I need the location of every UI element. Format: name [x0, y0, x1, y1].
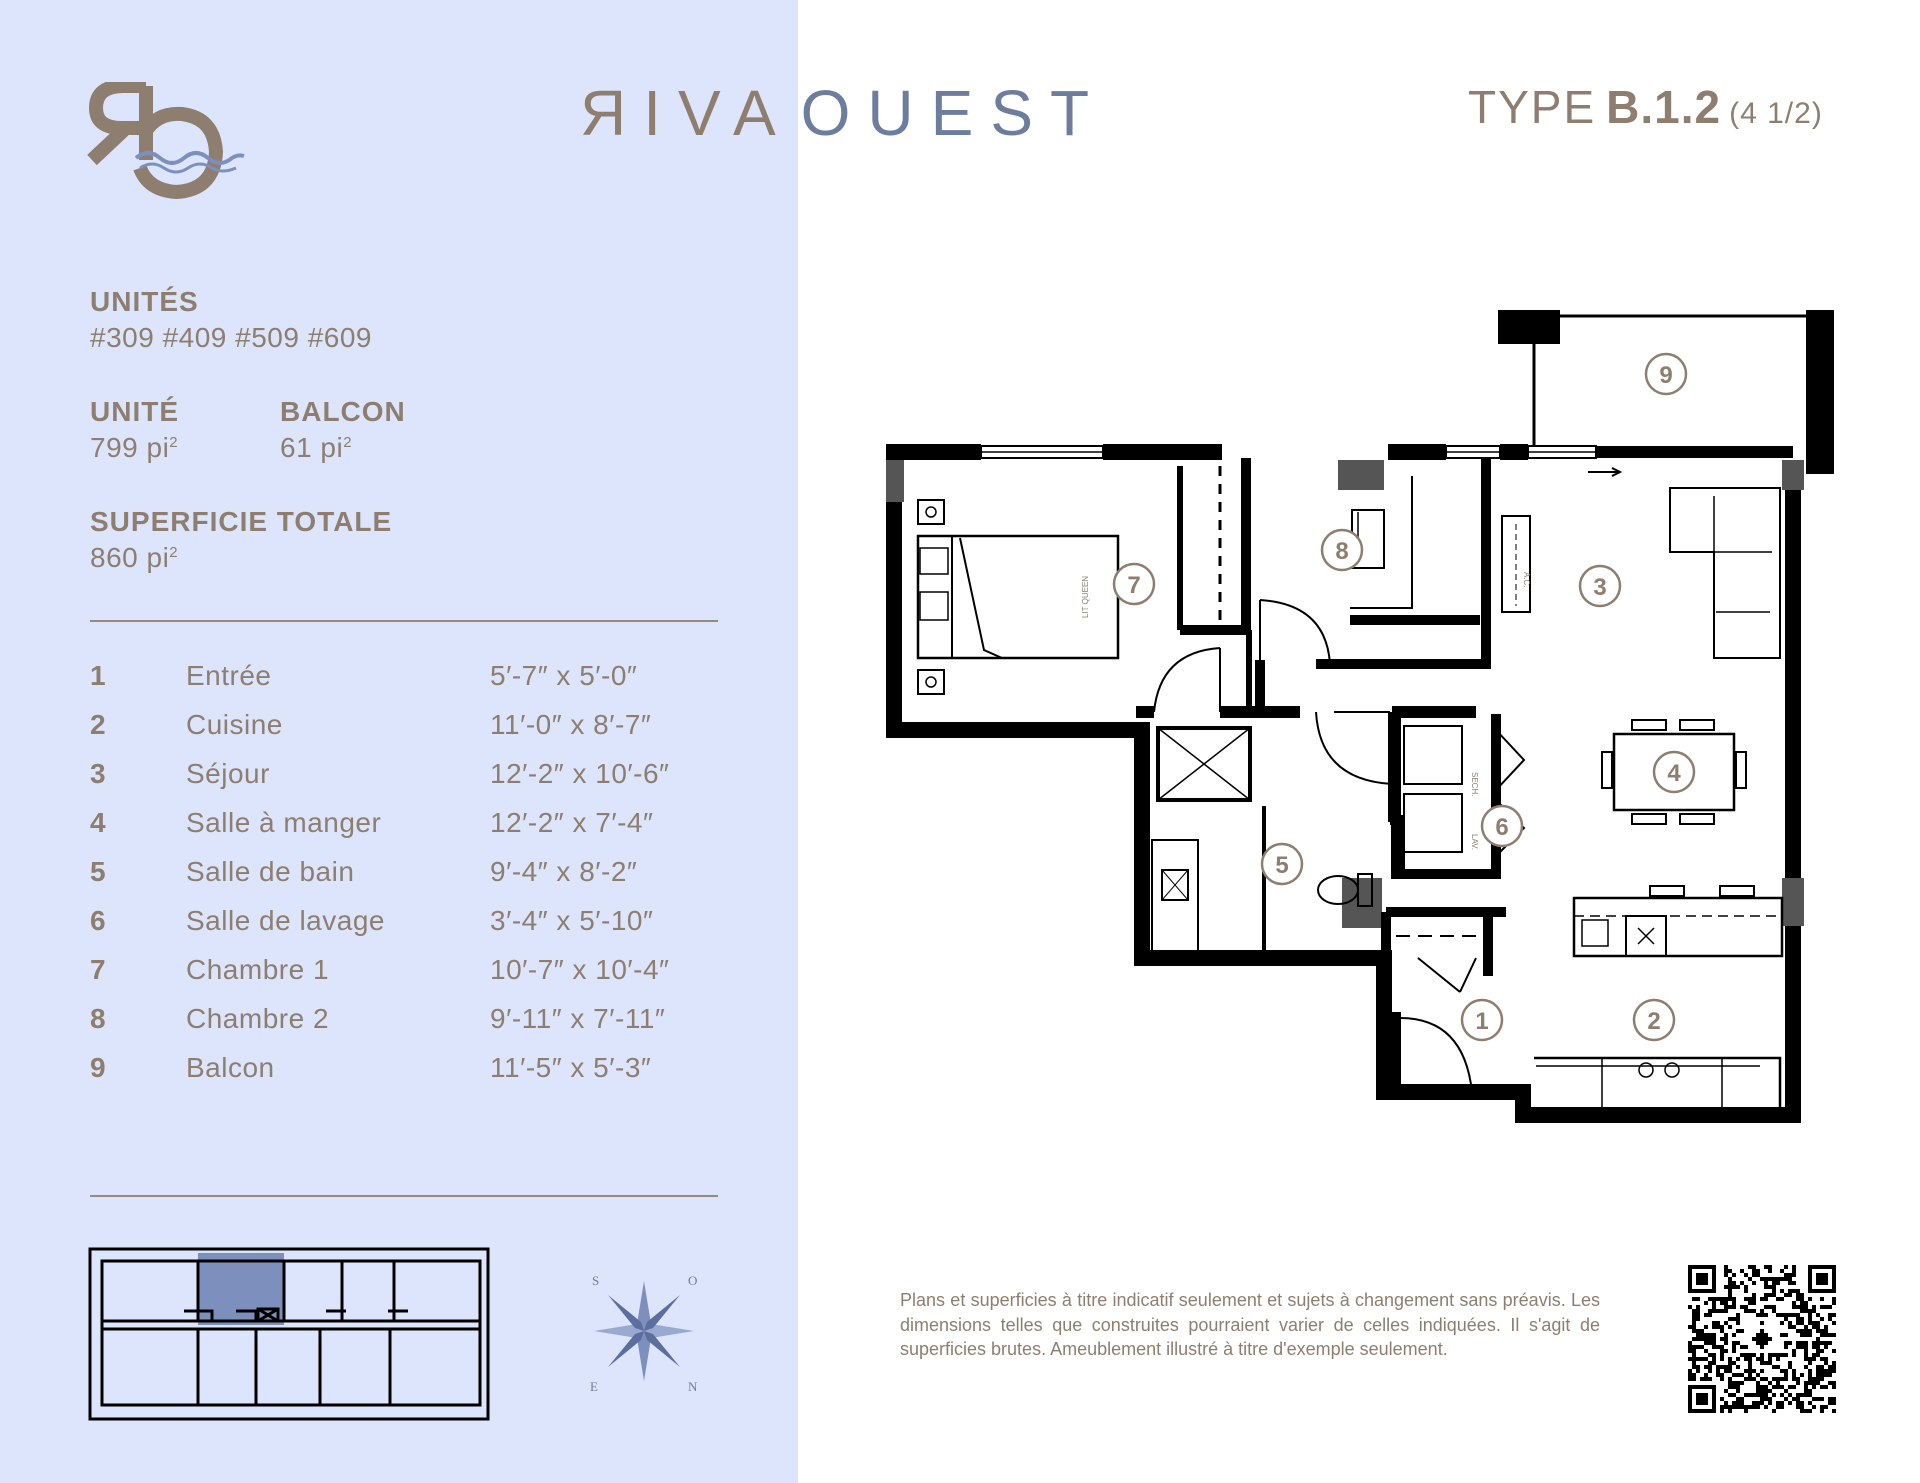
- lav-label: LAV.: [1470, 834, 1479, 850]
- riva-ouest-logo: [87, 82, 245, 200]
- divider-bottom: [90, 1195, 718, 1197]
- room-name: Séjour: [186, 758, 270, 789]
- info-sidebar: UNITÉS #309 #409 #509 #609 UNITÉ 799 pi2…: [0, 0, 798, 1483]
- building-key-plan: [88, 1247, 490, 1421]
- room-number: 9: [90, 1052, 106, 1083]
- compass-label-e: E: [590, 1379, 598, 1394]
- brand-part-riva: ЯIVA: [580, 77, 793, 149]
- room-marker-4: [1652, 750, 1696, 794]
- room-name: Cuisine: [186, 709, 283, 740]
- room-dimensions: 12′-2″ x 7′-4″: [490, 807, 654, 838]
- room-row: 2 Cuisine 11′-0″ x 8′-7″: [90, 709, 730, 758]
- room-list: 1 Entrée 5′-7″ x 5′-0″ 2 Cuisine 11′-0″ x 8′…: [90, 660, 730, 1101]
- room-name: Balcon: [186, 1052, 275, 1083]
- room-dimensions: 11′-5″ x 5′-3″: [490, 1052, 652, 1083]
- room-dimensions: 9′-11″ x 7′-11″: [490, 1003, 666, 1034]
- type-rooms: (4 1/2): [1729, 97, 1823, 130]
- sech-label: SECH.: [1470, 772, 1479, 796]
- type-code: B.1.2: [1606, 81, 1722, 133]
- room-dimensions: 10′-7″ x 10′-4″: [490, 954, 670, 985]
- room-row: 3 Séjour 12′-2″ x 10′-6″: [90, 758, 730, 807]
- room-number: 3: [90, 758, 106, 789]
- room-dimensions: 11′-0″ x 8′-7″: [490, 709, 652, 740]
- room-number: 5: [90, 856, 106, 887]
- compass-label-n: N: [688, 1379, 698, 1394]
- room-name: Chambre 2: [186, 1003, 330, 1034]
- room-marker-1-label: 1: [1475, 1008, 1488, 1035]
- room-marker-7: [1112, 562, 1156, 606]
- room-row: 5 Salle de bain 9′-4″ x 8′-2″: [90, 856, 730, 905]
- room-number: 4: [90, 807, 106, 838]
- room-marker-9-label: 9: [1659, 362, 1672, 389]
- floor-plan: LIT QUEEN A.C. SECH. LAV. 1 2 3 4 5 6 7 …: [886, 310, 1834, 1123]
- room-marker-5: [1260, 842, 1304, 886]
- type-prefix: TYPE: [1468, 81, 1597, 133]
- compass-label-o: O: [688, 1273, 697, 1288]
- room-row: 4 Salle à manger 12′-2″ x 7′-4″: [90, 807, 730, 856]
- lit-queen-label: LIT QUEEN: [1081, 576, 1090, 618]
- room-marker-5-label: 5: [1275, 852, 1288, 879]
- units-label: UNITÉS: [90, 286, 199, 317]
- room-marker-9: [1644, 352, 1688, 396]
- disclaimer-text: Plans et superficies à titre indicatif s…: [900, 1290, 1600, 1359]
- units-value: #309 #409 #509 #609: [90, 322, 372, 353]
- room-marker-6-label: 6: [1495, 814, 1508, 841]
- room-marker-6: [1480, 804, 1524, 848]
- room-dimensions: 9′-4″ x 8′-2″: [490, 856, 638, 887]
- room-marker-8-label: 8: [1335, 538, 1348, 565]
- room-dimensions: 3′-4″ x 5′-10″: [490, 905, 654, 936]
- room-marker-4-label: 4: [1667, 760, 1681, 787]
- ac-label: A.C.: [1522, 572, 1531, 588]
- unit-area-value: 799 pi2: [90, 432, 179, 463]
- room-name: Salle de bain: [186, 856, 355, 887]
- room-marker-7-label: 7: [1127, 572, 1140, 599]
- room-row: 7 Chambre 1 10′-7″ x 10′-4″: [90, 954, 730, 1003]
- room-number: 6: [90, 905, 106, 936]
- compass-rose-icon: S O E N: [590, 1273, 698, 1394]
- room-number: 2: [90, 709, 106, 740]
- total-area-label: SUPERFICIE TOTALE: [90, 506, 393, 537]
- room-number: 7: [90, 954, 106, 985]
- balcony-area-label: BALCON: [280, 396, 406, 427]
- room-row: 1 Entrée 5′-7″ x 5′-0″: [90, 660, 730, 709]
- room-row: 8 Chambre 2 9′-11″ x 7′-11″: [90, 1003, 730, 1052]
- room-name: Entrée: [186, 660, 272, 691]
- room-marker-1: [1460, 998, 1504, 1042]
- room-dimensions: 5′-7″ x 5′-0″: [490, 660, 638, 691]
- brand-part-ouest: OUEST: [800, 77, 1107, 149]
- room-name: Chambre 1: [186, 954, 330, 985]
- room-row: 9 Balcon 11′-5″ x 5′-3″: [90, 1052, 730, 1101]
- room-marker-3: [1578, 564, 1622, 608]
- room-row: 6 Salle de lavage 3′-4″ x 5′-10″: [90, 905, 730, 954]
- room-number: 1: [90, 660, 106, 691]
- room-marker-2-label: 2: [1647, 1008, 1660, 1035]
- room-marker-3-label: 3: [1593, 574, 1606, 601]
- room-name: Salle à manger: [186, 807, 382, 838]
- balcony-area-value: 61 pi2: [280, 432, 353, 463]
- room-number: 8: [90, 1003, 106, 1034]
- room-marker-8: [1320, 528, 1364, 572]
- unit-area-label: UNITÉ: [90, 396, 179, 427]
- room-dimensions: 12′-2″ x 10′-6″: [490, 758, 670, 789]
- qr-code[interactable]: [1688, 1265, 1836, 1413]
- room-marker-2: [1632, 998, 1676, 1042]
- compass-label-s: S: [592, 1273, 599, 1288]
- divider-top: [90, 620, 718, 622]
- room-name: Salle de lavage: [186, 905, 385, 936]
- total-area-value: 860 pi2: [90, 542, 179, 573]
